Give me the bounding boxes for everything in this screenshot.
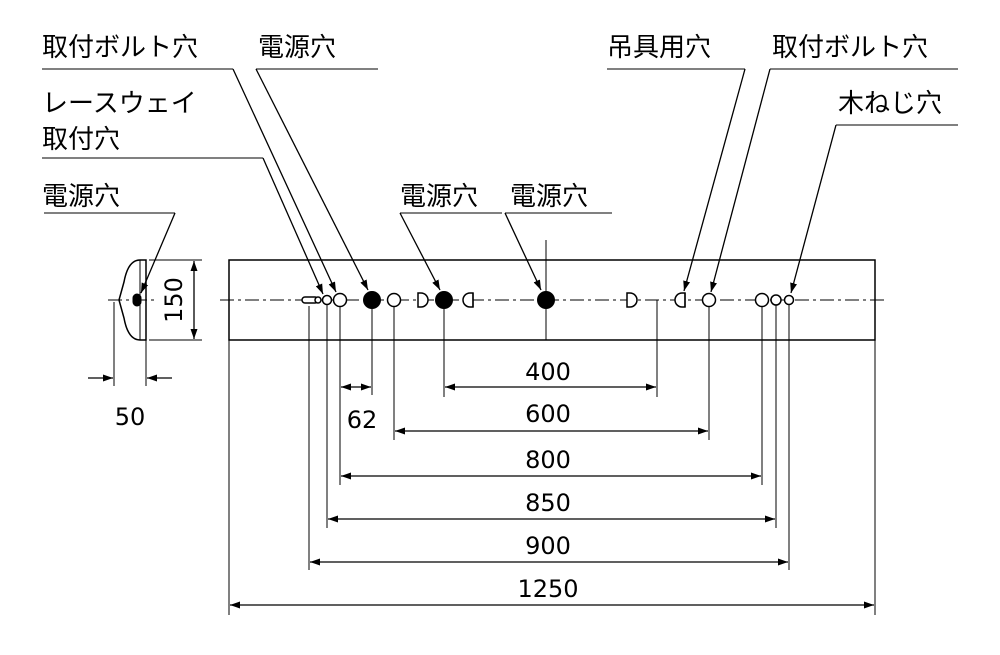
label-power-hole-mid2: 電源穴 — [510, 182, 588, 212]
leader-hanger-hole — [683, 68, 746, 292]
side-width-text: 50 — [115, 403, 146, 431]
label-power-hole-side: 電源穴 — [42, 182, 120, 212]
label-raceway-line2: 取付穴 — [42, 125, 120, 155]
label-raceway-line1: レースウェイ — [42, 89, 197, 119]
dimension-lines: 400 62 600 800 850 900 1250 — [230, 358, 874, 609]
power-hole-1 — [363, 291, 381, 309]
extension-lines — [228, 300, 876, 615]
leader-mount-bolt-right — [710, 68, 771, 293]
dim-text-1250: 1250 — [517, 575, 578, 603]
dim-text-800: 800 — [525, 446, 571, 474]
hanger-hole-d-1 — [417, 292, 429, 308]
side-height-text: 150 — [160, 277, 188, 323]
leader-mount-bolt-left — [232, 68, 337, 293]
leader-raceway — [262, 157, 324, 295]
dim-text-850: 850 — [525, 489, 571, 517]
hanger-hole-d-2 — [462, 292, 474, 308]
power-hole-2 — [435, 291, 453, 309]
leader-power-hole-mid1 — [399, 212, 441, 291]
front-view — [220, 240, 888, 341]
side-power-leader — [140, 212, 176, 294]
mount-bolt-hole-right — [701, 292, 717, 308]
dim-text-62: 62 — [347, 406, 378, 434]
power-hole-center — [537, 291, 555, 309]
hanger-hole-d-3 — [626, 292, 638, 308]
label-mount-bolt-hole-left: 取付ボルト穴 — [42, 33, 198, 63]
raceway-mount-hole — [321, 294, 333, 306]
label-hanger-hole: 吊具用穴 — [607, 33, 711, 63]
wood-screw-hole — [783, 294, 795, 306]
leader-power-hole-top — [255, 68, 369, 291]
label-power-hole-top: 電源穴 — [258, 33, 336, 63]
leader-power-hole-mid2 — [504, 212, 542, 291]
hanger-hole-d-4 — [674, 292, 686, 308]
side-view: 150 50 — [44, 212, 202, 431]
leader-wood-screw — [790, 124, 837, 294]
raceway-slot-end — [314, 296, 322, 304]
mount-bolt-hole-600-left — [386, 292, 402, 308]
label-wood-screw-hole: 木ねじ穴 — [838, 89, 942, 119]
mount-hole-850-right — [770, 294, 782, 306]
label-power-hole-mid1: 電源穴 — [400, 182, 478, 212]
mount-bolt-hole-800-right — [754, 292, 770, 308]
dim-text-600: 600 — [525, 400, 571, 428]
mount-bolt-hole-left — [332, 292, 348, 308]
label-mount-bolt-hole-right: 取付ボルト穴 — [772, 33, 928, 63]
callouts: 取付ボルト穴 電源穴 レースウェイ 取付穴 電源穴 電源穴 電源穴 吊具用穴 取… — [42, 33, 958, 295]
dim-text-900: 900 — [525, 532, 571, 560]
dim-text-400: 400 — [525, 358, 571, 386]
